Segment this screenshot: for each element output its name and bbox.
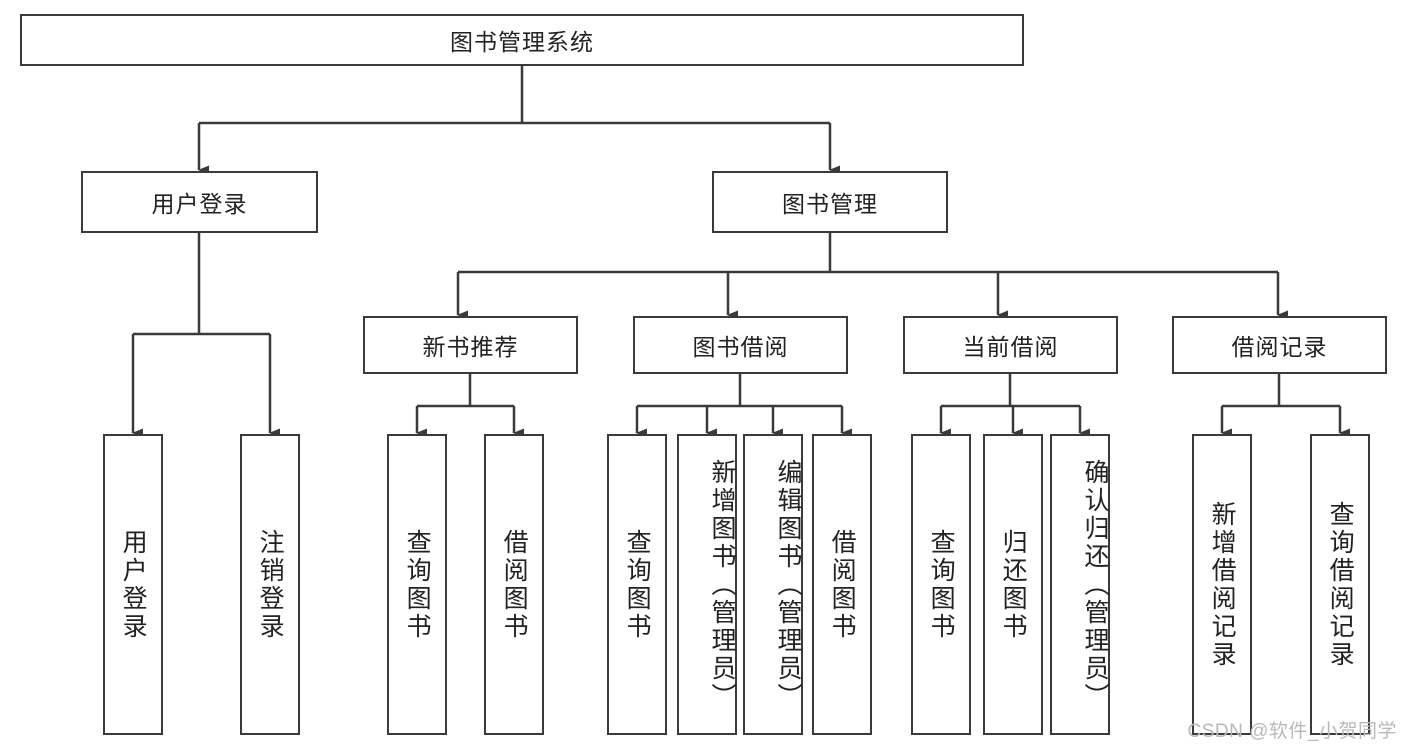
node-label: 查询图书 <box>623 528 652 641</box>
node-leaf-borrow-4[interactable]: 借阅图书 <box>812 434 872 735</box>
node-leaf-borrow-1[interactable]: 查询图书 <box>607 434 667 735</box>
node-borrow[interactable]: 图书借阅 <box>633 316 848 374</box>
node-current[interactable]: 当前借阅 <box>903 316 1118 374</box>
node-leaf-cur-2[interactable]: 归还图书 <box>983 434 1043 735</box>
node-label: 当前借阅 <box>962 334 1059 360</box>
node-leaf-rec-2[interactable]: 查询借阅记录 <box>1310 434 1370 735</box>
node-leaf-new-1[interactable]: 查询图书 <box>387 434 447 735</box>
node-label: 编辑图书（管理员） <box>774 458 802 711</box>
connector-lines <box>131 66 1350 438</box>
node-bookmgmt[interactable]: 图书管理 <box>712 171 948 233</box>
node-label: 用户登录 <box>119 528 148 641</box>
node-leaf-cur-1[interactable]: 查询图书 <box>911 434 971 735</box>
node-label: 图书管理系统 <box>450 29 594 55</box>
node-label: 图书借阅 <box>692 334 789 360</box>
node-leaf-borrow-2[interactable]: 新增图书（管理员） <box>677 434 737 735</box>
node-leaf-borrow-3[interactable]: 编辑图书（管理员） <box>743 434 803 735</box>
node-label: 新书推荐 <box>422 334 519 360</box>
node-leaf-cur-3[interactable]: 确认归还（管理员） <box>1050 434 1110 735</box>
node-newbook[interactable]: 新书推荐 <box>363 316 578 374</box>
node-leaf-rec-1[interactable]: 新增借阅记录 <box>1192 434 1252 735</box>
node-leaf-login-1[interactable]: 用户登录 <box>103 434 163 735</box>
node-label: 图书管理 <box>782 191 878 217</box>
node-records[interactable]: 借阅记录 <box>1172 316 1387 374</box>
node-leaf-login-2[interactable]: 注销登录 <box>240 434 300 735</box>
node-label: 确认归还（管理员） <box>1081 458 1109 711</box>
node-leaf-new-2[interactable]: 借阅图书 <box>484 434 544 735</box>
node-label: 注销登录 <box>256 528 285 641</box>
node-label: 查询图书 <box>403 528 432 641</box>
node-label: 查询图书 <box>927 528 956 641</box>
node-label: 新增借阅记录 <box>1208 500 1237 669</box>
node-label: 用户登录 <box>151 191 248 217</box>
node-label: 借阅记录 <box>1231 334 1328 360</box>
node-login[interactable]: 用户登录 <box>81 171 318 233</box>
node-label: 借阅图书 <box>500 528 529 641</box>
node-label: 新增图书（管理员） <box>708 458 736 711</box>
node-label: 归还图书 <box>999 528 1028 641</box>
node-label: 借阅图书 <box>828 528 857 641</box>
node-root[interactable]: 图书管理系统 <box>20 14 1024 66</box>
node-label: 查询借阅记录 <box>1326 500 1355 669</box>
